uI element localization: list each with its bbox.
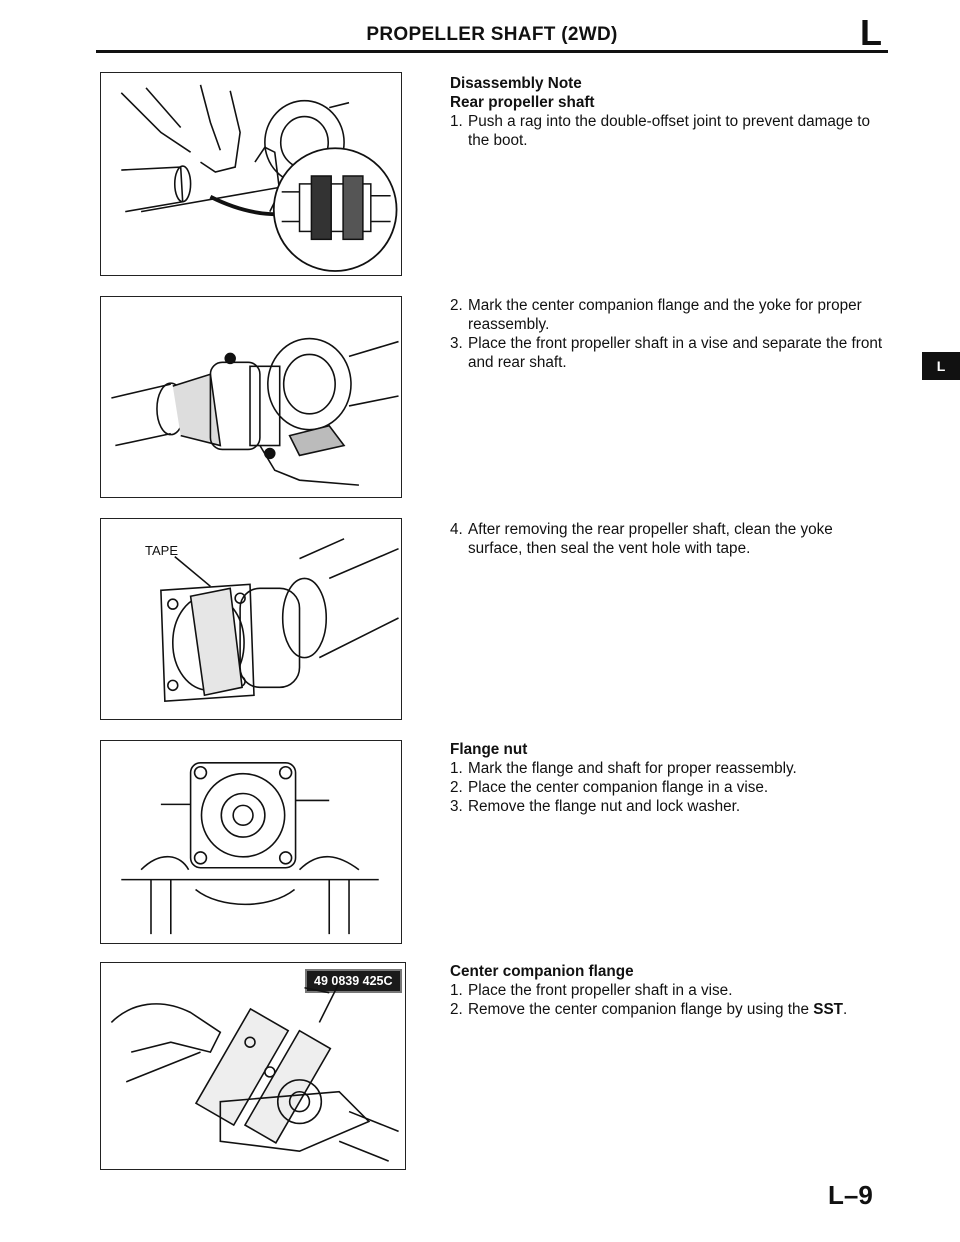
- header-rule: [96, 50, 888, 53]
- step-text: Remove the center companion flange by us…: [468, 1000, 890, 1019]
- step-text: Mark the flange and shaft for proper rea…: [468, 760, 797, 777]
- step-text: Push a rag into the double-offset joint …: [468, 113, 870, 149]
- sst-tool-label: 49 0839 425C: [305, 969, 402, 993]
- step-text: Place the center companion flange in a v…: [468, 779, 769, 796]
- step-number: 1.: [450, 760, 463, 777]
- step-item: 2. Place the center companion flange in …: [450, 778, 890, 797]
- section-letter: L: [860, 12, 882, 53]
- sst-term: SST: [813, 1001, 843, 1018]
- tape-callout: TAPE: [145, 543, 178, 558]
- step-number: 3.: [450, 335, 463, 352]
- step-text: Remove the flange nut and lock washer.: [468, 798, 741, 815]
- step-item: 1. Place the front propeller shaft in a …: [450, 981, 890, 1000]
- section-subheading: Rear propeller shaft: [450, 94, 595, 111]
- flange-nut-illustration: [121, 761, 379, 935]
- figure-rag-into-joint: [100, 72, 402, 276]
- page-header: PROPELLER SHAFT (2WD) L: [96, 12, 888, 53]
- step-item: 2. Remove the center companion flange by…: [450, 1000, 890, 1019]
- section-seal-vent-hole: 4. After removing the rear propeller sha…: [450, 520, 890, 558]
- step-item: 1. Mark the flange and shaft for proper …: [450, 759, 890, 778]
- figure-companion-flange-sst: 49 0839 425C: [100, 962, 406, 1170]
- page-number: L–9: [828, 1180, 873, 1210]
- sst-flange-illustration: [110, 982, 399, 1162]
- step-number: 3.: [450, 798, 463, 815]
- step-number: 2.: [450, 297, 463, 314]
- step-item: 1. Push a rag into the double-offset joi…: [450, 112, 890, 150]
- step-item: 3. Remove the flange nut and lock washer…: [450, 797, 890, 816]
- step-number: 4.: [450, 521, 463, 538]
- step-item: 4. After removing the rear propeller sha…: [450, 520, 890, 558]
- section-heading: Disassembly Note: [450, 75, 582, 92]
- section-center-companion-flange: Center companion flange 1. Place the fro…: [450, 962, 890, 1019]
- tape-vent-illustration: [160, 538, 399, 703]
- step-text-end: .: [843, 1001, 848, 1018]
- step-item: 2. Mark the center companion flange and …: [450, 296, 890, 334]
- rag-joint-illustration: [120, 84, 398, 272]
- step-item: 3. Place the front propeller shaft in a …: [450, 334, 890, 372]
- step-text: Place the front propeller shaft in a vis…: [468, 982, 733, 999]
- flange-yoke-illustration: [111, 337, 399, 486]
- step-text-main: Remove the center companion flange by us…: [468, 1001, 814, 1018]
- step-text: After removing the rear propeller shaft,…: [468, 521, 833, 557]
- step-number: 1.: [450, 982, 463, 999]
- section-mark-and-separate: 2. Mark the center companion flange and …: [450, 296, 890, 372]
- figure-flange-nut: [100, 740, 402, 944]
- step-number: 2.: [450, 779, 463, 796]
- step-number: 1.: [450, 113, 463, 130]
- page-title: PROPELLER SHAFT (2WD): [366, 24, 618, 45]
- section-heading: Center companion flange: [450, 963, 634, 980]
- section-tab[interactable]: L: [922, 352, 960, 380]
- section-rear-propeller-shaft: Disassembly Note Rear propeller shaft 1.…: [450, 74, 890, 150]
- step-text: Place the front propeller shaft in a vis…: [468, 335, 883, 371]
- step-text: Mark the center companion flange and the…: [468, 297, 862, 333]
- step-number: 2.: [450, 1001, 463, 1018]
- figure-tape-vent-hole: TAPE: [100, 518, 402, 720]
- section-flange-nut: Flange nut 1. Mark the flange and shaft …: [450, 740, 890, 816]
- figure-flange-yoke-mark: [100, 296, 402, 498]
- section-heading: Flange nut: [450, 741, 528, 758]
